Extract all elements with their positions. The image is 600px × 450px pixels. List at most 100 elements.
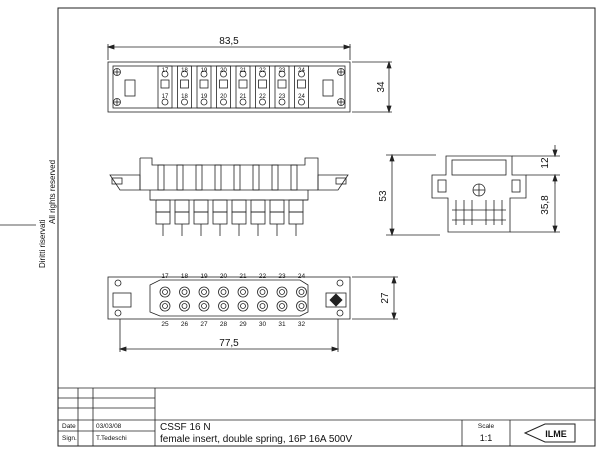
top-contact-screw	[200, 70, 208, 78]
top-view	[106, 44, 392, 114]
top-contact-clamp	[297, 79, 306, 89]
dim-bottom-width: 77,5	[219, 338, 239, 349]
front-socket-upper-inner	[162, 289, 168, 295]
dim-side-top: 12	[540, 157, 551, 169]
title-block	[58, 387, 595, 446]
side-contact-body	[157, 164, 165, 191]
side-contact-body	[290, 164, 298, 191]
side-contact-clamp	[250, 211, 266, 225]
front-socket-upper-inner	[279, 289, 285, 295]
drawing-frame	[57, 7, 596, 447]
top-contact-clamp	[160, 79, 170, 89]
rights-note-italian: Diritti riservati	[38, 219, 47, 268]
dim-top-width: 83,5	[219, 36, 239, 47]
front-socket-lower-inner	[240, 303, 246, 309]
front-socket-upper	[159, 286, 171, 298]
top-contact-clamp	[238, 79, 248, 89]
front-socket-lower	[257, 300, 268, 312]
front-socket-lower-inner	[259, 303, 266, 309]
side-contact-clamp	[269, 211, 285, 225]
top-pin-label-lower: 22	[259, 94, 266, 100]
side-contact-clamp	[174, 199, 190, 213]
dim-side-bottom: 35,8	[540, 195, 551, 215]
ilme-logo: ILME	[545, 429, 567, 439]
top-pin-label-lower: 20	[220, 94, 227, 100]
front-pin-label-bottom: 27	[200, 321, 208, 328]
side-contact-body	[271, 164, 279, 191]
sign-value: T.Tedeschi	[96, 435, 127, 442]
top-contact-clamp	[199, 79, 209, 89]
top-pin-label-lower: 19	[201, 94, 208, 100]
top-contact-screw	[259, 98, 266, 106]
side-contact-clamp	[212, 211, 228, 225]
top-contact-screw	[220, 70, 227, 78]
front-socket-lower	[159, 300, 171, 312]
front-socket-lower	[198, 300, 210, 312]
top-pin-label: 18	[181, 68, 188, 74]
front-socket-lower	[179, 300, 190, 312]
top-pin-label: 22	[259, 68, 266, 74]
sign-label: Sign.	[62, 435, 77, 442]
top-pin-label: 21	[240, 68, 247, 74]
front-pin-label-bottom: 26	[181, 321, 189, 328]
top-contact-screw	[161, 98, 169, 106]
front-pin-label-bottom: 30	[259, 321, 267, 328]
product-code: CSSF 16 N	[160, 422, 211, 433]
front-pin-label-top: 23	[278, 273, 286, 280]
top-contact-column	[157, 65, 173, 109]
side-contact-body	[195, 164, 203, 191]
top-pin-label-lower: 24	[298, 94, 305, 100]
rights-note-english: All rights reserved	[48, 159, 57, 224]
scale-value: 1:1	[480, 433, 493, 443]
side-contact-clamp	[231, 199, 247, 213]
top-contact-clamp	[258, 79, 267, 89]
front-pin-label-bottom: 28	[220, 321, 228, 328]
top-contact-screw	[200, 98, 208, 106]
top-pin-label: 20	[220, 68, 227, 74]
top-contact-clamp	[219, 79, 228, 89]
front-pin-label-top: 22	[259, 273, 267, 280]
top-contact-column	[216, 65, 231, 109]
front-pin-label-bottom: 29	[239, 321, 247, 328]
top-contact-column	[235, 65, 251, 109]
side-view-left	[109, 157, 349, 236]
front-socket-upper-inner	[181, 289, 188, 295]
front-pin-label-bottom: 32	[298, 321, 306, 328]
front-pin-label-top: 20	[220, 273, 228, 280]
front-socket-lower	[237, 300, 249, 312]
front-socket-upper-inner	[259, 289, 266, 295]
dim-side-height: 53	[378, 190, 389, 202]
side-contact-body	[233, 164, 241, 191]
ilme-logo-mark	[523, 423, 576, 443]
top-contact-column	[177, 65, 192, 109]
front-view	[107, 275, 398, 352]
top-pin-label: 24	[298, 68, 305, 74]
front-pin-label-top: 19	[200, 273, 208, 280]
top-contact-screw	[298, 70, 305, 78]
front-socket-lower-inner	[220, 303, 227, 309]
top-pin-label: 17	[162, 68, 169, 74]
side-view-right	[386, 145, 560, 237]
side-contact-clamp	[174, 211, 190, 225]
dim-bottom-height: 27	[380, 292, 391, 304]
top-pin-label-lower: 23	[279, 94, 286, 100]
side-contact-clamp	[288, 211, 304, 225]
top-contact-screw	[278, 98, 286, 106]
side-contact-clamp	[212, 199, 228, 213]
side-contact-body	[252, 164, 260, 191]
front-pin-label-bottom: 25	[161, 321, 169, 328]
front-socket-upper-inner	[201, 289, 207, 295]
top-contact-screw	[298, 98, 305, 106]
top-contact-screw	[220, 98, 227, 106]
front-socket-upper	[296, 286, 307, 298]
front-socket-lower	[296, 300, 307, 312]
top-contact-column	[196, 65, 212, 109]
top-contact-column	[294, 65, 309, 109]
front-socket-upper-inner	[220, 289, 227, 295]
top-contact-screw	[161, 70, 169, 78]
front-socket-lower-inner	[279, 303, 285, 309]
front-socket-upper	[237, 286, 249, 298]
